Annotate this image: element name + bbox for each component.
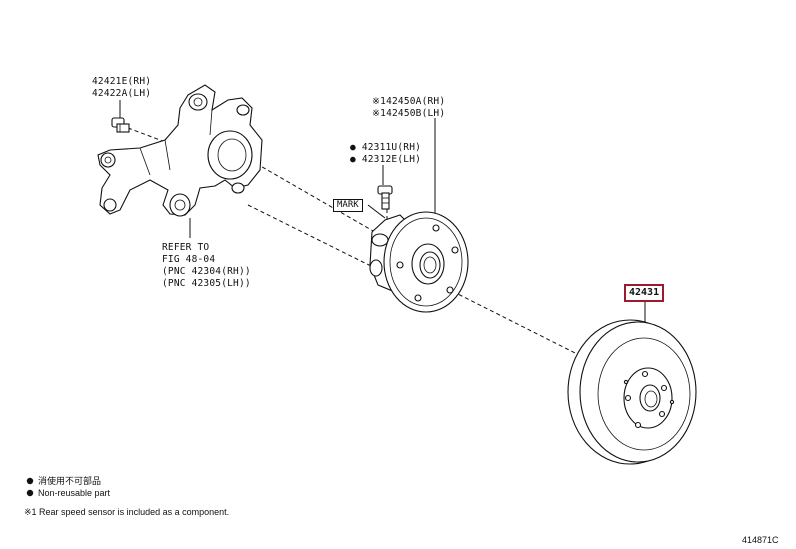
legend-dot-2: [26, 489, 34, 497]
label-knuckle-rh: 42421E(RH): [92, 76, 152, 87]
label-knuckle-lh: 42422A(LH): [92, 88, 152, 99]
label-refer-4: (PNC 42305(LH)): [162, 278, 251, 289]
label-brake-disc-part-number[interactable]: 42431: [624, 284, 665, 302]
label-hub-lh: ※142450B(LH): [372, 108, 446, 119]
steering-knuckle: [97, 84, 263, 217]
legend-jp: 消使用不可部品: [38, 476, 102, 486]
hub-bolt: [377, 185, 393, 210]
legend-dot-1: [26, 477, 34, 485]
legend-note: ※1 Rear speed sensor is included as a co…: [24, 507, 230, 517]
brake-disc: [567, 319, 697, 465]
figure-id: 414871C: [742, 535, 779, 545]
label-hub-rh: ※142450A(RH): [372, 96, 446, 107]
label-refer-2: FIG 48-04: [162, 254, 216, 265]
label-hub-bolt-rh: ● 42311U(RH): [350, 142, 422, 153]
label-refer-3: (PNC 42304(RH)): [162, 266, 251, 277]
axis-knuckle-to-hub-bottom: [247, 204, 376, 269]
axle-hub-assembly: [369, 211, 469, 313]
label-refer-1: REFER TO: [162, 242, 210, 253]
axis-knuckle-to-hub-top: [249, 159, 376, 233]
knuckle-bolt: [111, 117, 130, 133]
label-hub-bolt-lh: ● 42312E(LH): [350, 154, 422, 165]
leader-mark: [367, 204, 386, 219]
legend-en: Non-reusable part: [38, 488, 111, 498]
label-mark: MARK: [333, 199, 363, 212]
axis-hub-to-disc: [439, 284, 586, 359]
